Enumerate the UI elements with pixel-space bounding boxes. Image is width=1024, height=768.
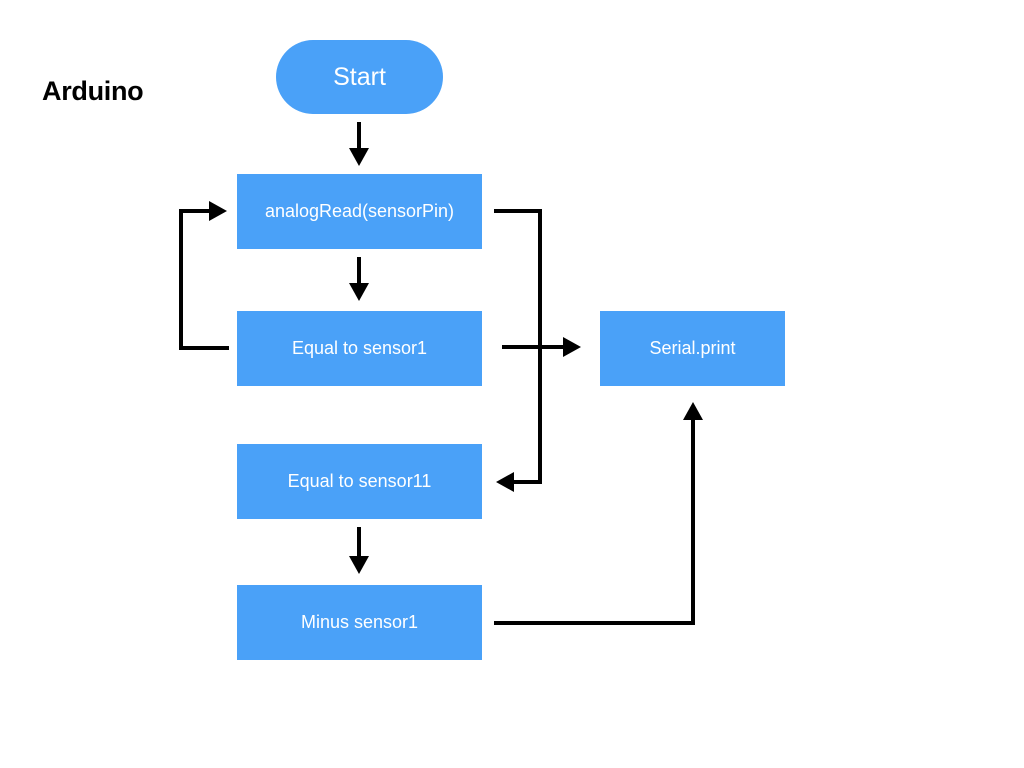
arrow-analogread-to-equal-sensor11 xyxy=(494,209,542,492)
start-node: Start xyxy=(276,40,443,114)
arrow-minus-sensor1-to-serial-print xyxy=(494,402,703,625)
arrow-equal-sensor1-to-serial-print xyxy=(502,337,581,357)
minus-sensor1-node: Minus sensor1 xyxy=(237,585,482,660)
arrow-equal-sensor1-loop-to-analogread xyxy=(179,201,229,350)
serial-print-node: Serial.print xyxy=(600,311,785,386)
analogread-node-label: analogRead(sensorPin) xyxy=(264,201,455,221)
serial-print-node-label: Serial.print xyxy=(649,338,736,358)
equal-sensor11-node: Equal to sensor11 xyxy=(237,444,482,519)
arrow-start-to-analogread xyxy=(349,122,369,166)
analogread-node: analogRead(sensorPin) xyxy=(237,174,482,249)
equal-sensor11-node-label: Equal to sensor11 xyxy=(287,471,432,491)
minus-sensor1-node-label: Minus sensor1 xyxy=(300,612,419,632)
equal-sensor1-node: Equal to sensor1 xyxy=(237,311,482,386)
diagram-title: Arduino xyxy=(42,76,144,106)
arrow-analogread-to-equal-sensor1 xyxy=(349,257,369,301)
equal-sensor1-node-label: Equal to sensor1 xyxy=(291,338,428,358)
arrow-equal-sensor11-to-minus-sensor1 xyxy=(349,527,369,574)
start-node-label: Start xyxy=(333,62,386,91)
